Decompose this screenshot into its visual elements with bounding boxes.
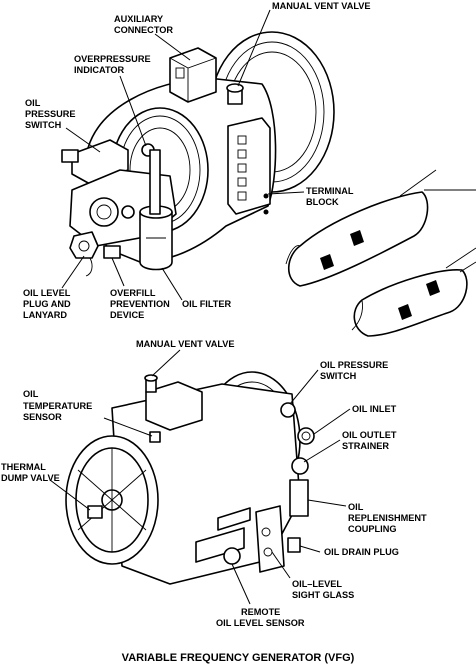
label-remote-oil-level-sensor: REMOTE OIL LEVEL SENSOR — [216, 607, 305, 628]
label-terminal-block: TERMINAL BLOCK — [306, 186, 356, 207]
lower-leader-lines — [49, 349, 351, 605]
label-manual-vent-valve-lower: MANUAL VENT VALVE — [136, 339, 235, 349]
upper-generator-illustration — [61, 31, 335, 277]
label-oil-filter: OIL FILTER — [182, 299, 232, 309]
label-oil-pressure-switch-lower: OIL PRESSURE SWITCH — [320, 360, 391, 381]
label-oil-outlet-strainer: OIL OUTLET STRAINER — [342, 430, 399, 451]
label-oil-inlet: OIL INLET — [352, 404, 397, 414]
label-oil-drain-plug: OIL DRAIN PLUG — [324, 547, 399, 557]
figure-caption: VARIABLE FREQUENCY GENERATOR (VFG) — [122, 652, 355, 664]
label-oil-temperature-sensor: OIL TEMPERATURE SENSOR — [23, 389, 95, 422]
label-auxiliary-connector: AUXILIARY CONNECTOR — [114, 14, 173, 35]
label-overpressure-indicator: OVERPRESSURE INDICATOR — [74, 54, 153, 75]
label-thermal-dump-valve: THERMAL DUMP VALVE — [1, 462, 60, 483]
lower-generator-illustration — [65, 371, 315, 585]
label-oil-level-sight-glass: OIL–LEVEL SIGHT GLASS — [292, 579, 354, 600]
label-oil-level-plug: OIL LEVEL PLUG AND LANYARD — [23, 288, 73, 320]
inset-engine-sketch — [285, 169, 476, 337]
label-manual-vent-valve-upper: MANUAL VENT VALVE — [272, 1, 371, 11]
label-oil-pressure-switch-upper: OIL PRESSURE SWITCH — [25, 98, 78, 130]
label-overfill-prevention-device: OVERFILL PREVENTION DEVICE — [110, 288, 172, 320]
upper-leader-lines — [61, 9, 305, 301]
label-oil-replenishment-coupling: OIL REPLENISHMENT COUPLING — [348, 502, 429, 534]
